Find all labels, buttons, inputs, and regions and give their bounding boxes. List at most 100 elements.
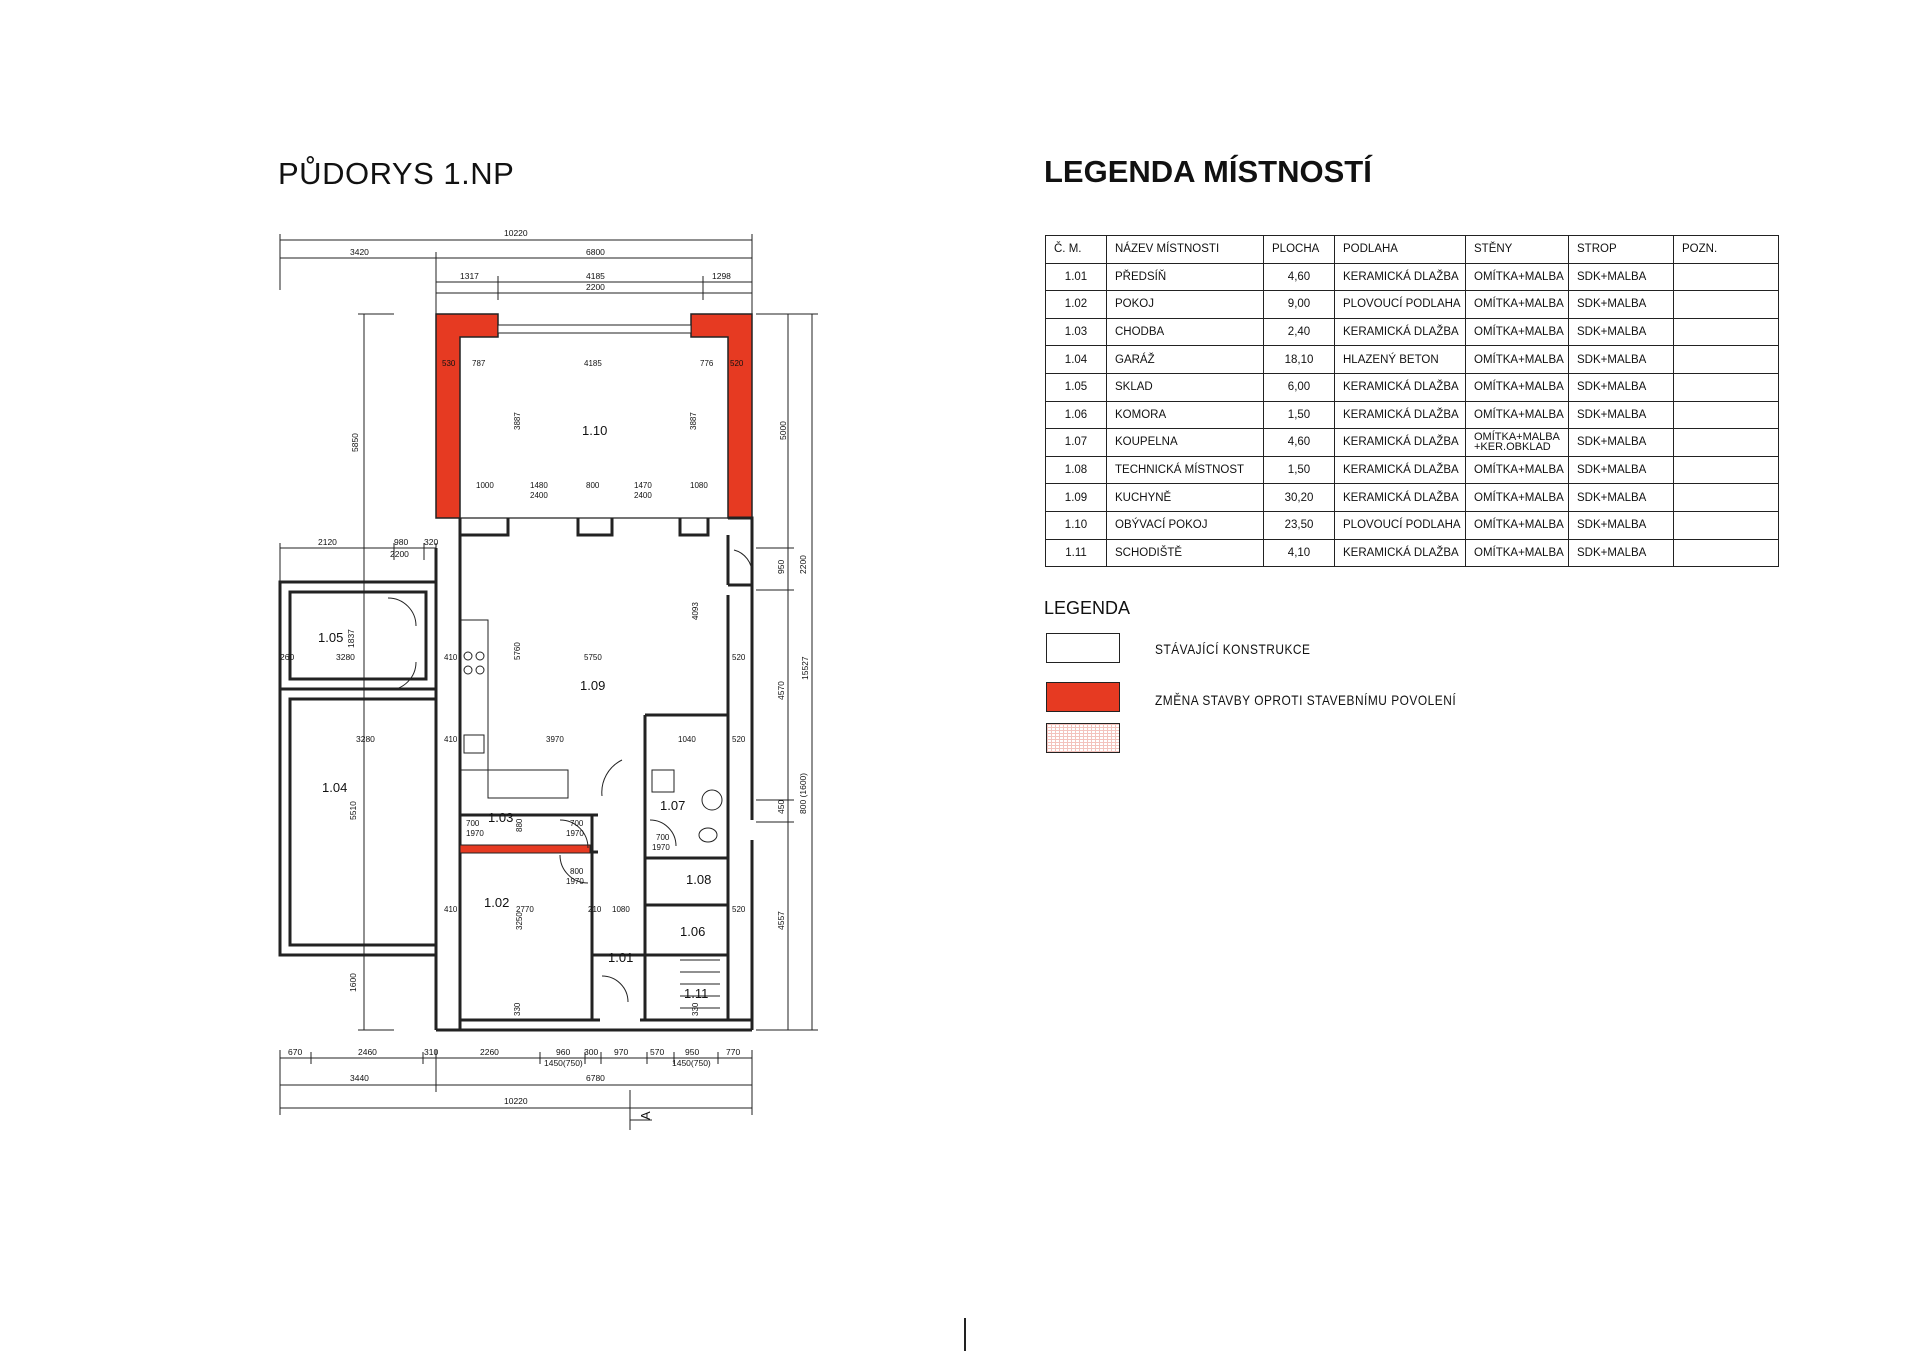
dimension-label: 10220 — [504, 228, 528, 238]
table-cell: 1.05 — [1045, 372, 1107, 402]
table-cell: 1,50 — [1263, 400, 1335, 430]
table-cell — [1673, 317, 1779, 347]
table-cell — [1673, 428, 1779, 457]
table-cell: 1.06 — [1045, 400, 1107, 430]
table-cell: OMÍTKA+MALBA — [1465, 538, 1569, 568]
dimension-label: 1317 — [460, 271, 479, 281]
table-cell: 1.03 — [1045, 317, 1107, 347]
dimension-label: 2460 — [358, 1047, 377, 1057]
dimension-label: 970 — [614, 1047, 628, 1057]
table-cell: SDK+MALBA — [1568, 372, 1674, 402]
table-cell: 18,10 — [1263, 345, 1335, 374]
table-cell: 30,20 — [1263, 483, 1335, 512]
dimension-label: 3280 — [336, 652, 355, 662]
room-label: 1.11 — [684, 986, 708, 1001]
dimension-label: 2400 — [530, 491, 548, 500]
dimension-label: 1040 — [678, 735, 696, 744]
table-cell: SDK+MALBA — [1568, 400, 1674, 430]
dimension-label: 950 — [685, 1047, 699, 1057]
table-cell: 23,50 — [1263, 510, 1335, 540]
table-cell: OMÍTKA+MALBA — [1465, 317, 1569, 347]
existing-construction-label: STÁVAJÍCÍ KONSTRUKCE — [1155, 641, 1311, 657]
dimension-label: 3420 — [350, 247, 369, 257]
dimension-lines — [279, 234, 818, 1130]
dimension-label: 5750 — [584, 653, 602, 662]
dimension-label: 570 — [650, 1047, 664, 1057]
dimension-label: 4570 — [776, 681, 786, 700]
door-label: 800 — [570, 867, 584, 876]
dimension-label: 776 — [700, 359, 714, 368]
table-cell: OMÍTKA+MALBA — [1465, 510, 1569, 540]
dimension-label: 3887 — [689, 412, 698, 430]
dimension-label: 520 — [732, 653, 746, 662]
dimension-label: 10220 — [504, 1096, 528, 1106]
dimension-label: 2120 — [318, 537, 337, 547]
table-cell: 4,60 — [1263, 262, 1335, 292]
table-cell: KOMORA — [1106, 400, 1264, 430]
dimension-label: 520 — [730, 359, 744, 368]
dimension-label: 450 — [776, 800, 786, 814]
column-header: STĚNY — [1465, 235, 1569, 264]
dimension-label: 2200 — [390, 549, 409, 559]
table-cell: SCHODIŠTĚ — [1106, 538, 1264, 568]
dimension-label: 520 — [732, 735, 746, 744]
table-cell: KERAMICKÁ DLAŽBA — [1334, 400, 1466, 430]
dimension-label: 410 — [444, 735, 458, 744]
room-legend-title: LEGENDA MÍSTNOSTÍ — [1044, 154, 1372, 189]
table-cell: 1.09 — [1045, 483, 1107, 512]
column-header: STROP — [1568, 235, 1674, 264]
door-label: 700 — [570, 819, 584, 828]
section-mark: A — [638, 1111, 653, 1120]
dimension-label: 4557 — [776, 911, 786, 930]
changed-partition — [459, 844, 591, 854]
table-cell: PLOVOUCÍ PODLAHA — [1334, 290, 1466, 319]
table-cell: CHODBA — [1106, 317, 1264, 347]
dimension-label: 5850 — [350, 433, 360, 452]
dimension-label: 800 — [586, 481, 600, 490]
table-cell: HLAZENÝ BETON — [1334, 345, 1466, 374]
column-header: PLOCHA — [1263, 235, 1335, 264]
table-cell: 4,60 — [1263, 428, 1335, 457]
table-cell: KERAMICKÁ DLAŽBA — [1334, 317, 1466, 347]
dimension-label: 260 — [280, 652, 294, 662]
table-cell: SKLAD — [1106, 372, 1264, 402]
dimension-label: 1600 — [348, 973, 358, 992]
table-cell: OMÍTKA+MALBA — [1465, 345, 1569, 374]
table-cell: 1.04 — [1045, 345, 1107, 374]
table-cell: PLOVOUCÍ PODLAHA — [1334, 510, 1466, 540]
dimension-label: 1000 — [476, 481, 494, 490]
table-cell: 4,10 — [1263, 538, 1335, 568]
walls — [278, 313, 754, 1032]
table-cell: SDK+MALBA — [1568, 428, 1674, 457]
column-header: NÁZEV MÍSTNOSTI — [1106, 235, 1264, 264]
dimension-label: 4185 — [584, 359, 602, 368]
table-cell: SDK+MALBA — [1568, 455, 1674, 485]
table-cell — [1673, 510, 1779, 540]
dimension-label: 2200 — [586, 282, 605, 292]
room-label: 1.10 — [582, 423, 607, 438]
table-cell: SDK+MALBA — [1568, 345, 1674, 374]
dimension-label: 3970 — [546, 735, 564, 744]
dimension-label: 530 — [442, 359, 456, 368]
dimension-label: 330 — [513, 1002, 522, 1016]
dimension-label: 410 — [444, 653, 458, 662]
dimension-label: 3280 — [356, 734, 375, 744]
dimension-label: 880 — [515, 818, 524, 832]
table-cell: OMÍTKA+MALBA — [1465, 262, 1569, 292]
dimension-label: 5510 — [348, 801, 358, 820]
dimension-label: 410 — [444, 905, 458, 914]
dimension-label: 1470 — [634, 481, 652, 490]
door-label: 1970 — [652, 843, 670, 852]
table-cell: KUCHYNĚ — [1106, 483, 1264, 512]
dimension-label: 520 — [732, 905, 746, 914]
door-label: 700 — [466, 819, 480, 828]
table-cell: SDK+MALBA — [1568, 317, 1674, 347]
page-center-mark — [964, 1318, 966, 1351]
